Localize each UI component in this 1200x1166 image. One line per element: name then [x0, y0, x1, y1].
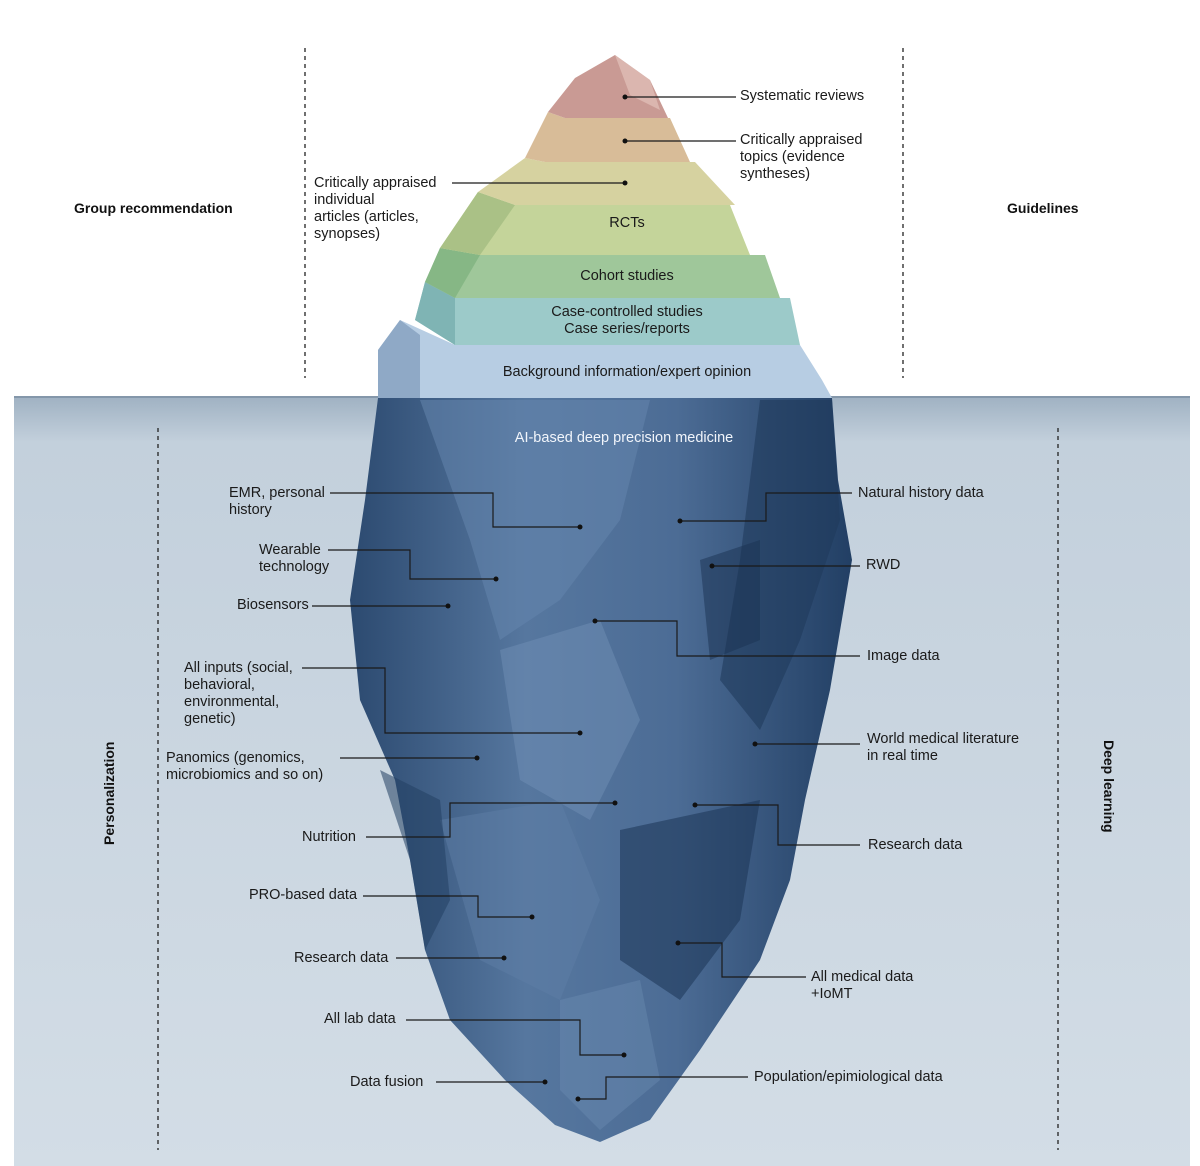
tier-topics: [525, 112, 690, 162]
tier-background: [378, 320, 832, 398]
tier-case-shade: [415, 282, 455, 345]
tip-highlight: [615, 55, 660, 110]
facet: [720, 400, 840, 730]
right-item-population-data: Population/epimiological data: [754, 1069, 943, 1085]
tier-rct: [440, 192, 750, 255]
side-label-guidelines: Guidelines: [1007, 200, 1079, 216]
underwater-title: AI-based deep precision medicine: [514, 430, 734, 446]
left-item-research-data: Research data: [294, 950, 389, 966]
tier-label-case-studies: Case-controlled studies Case series/repo…: [551, 304, 703, 337]
side-label-deep-learning: Deep learning: [1101, 740, 1117, 833]
right-item-image-data: Image data: [867, 648, 940, 664]
tier-case: [415, 282, 800, 345]
right-item-medical-data: All medical data +IoMT: [811, 969, 914, 1002]
left-item-nutrition: Nutrition: [302, 829, 356, 845]
tier-label-appraised-articles: Critically appraised individual articles…: [314, 175, 437, 242]
left-item-emr: EMR, personal history: [229, 485, 325, 518]
facet: [700, 540, 760, 660]
facet: [380, 770, 450, 950]
tier-label-systematic-reviews: Systematic reviews: [740, 88, 865, 104]
left-item-biosensors: Biosensors: [237, 597, 309, 613]
tier-label-cohort-studies: Cohort studies: [580, 268, 674, 284]
left-item-data-fusion: Data fusion: [350, 1074, 424, 1090]
leader-dots: [445, 94, 758, 1102]
facet: [500, 620, 640, 820]
tier-rct-shade: [440, 192, 515, 255]
right-item-rwd: RWD: [866, 557, 901, 573]
tier-cohort: [425, 248, 780, 298]
facet: [440, 800, 600, 1000]
right-item-world-literature: World medical literature in real time: [867, 731, 1020, 764]
right-item-natural-history: Natural history data: [858, 485, 984, 501]
side-label-group-recommendation: Group recommendation: [74, 200, 233, 216]
tier-cohort-shade: [425, 248, 480, 298]
right-item-research-data: Research data: [868, 837, 963, 853]
facet: [420, 400, 650, 640]
left-item-pro-data: PRO-based data: [249, 887, 358, 903]
left-item-all-inputs: All inputs (social, behavioral, environm…: [184, 660, 293, 727]
left-item-wearable: Wearable technology: [259, 542, 330, 575]
tier-systematic: [548, 55, 668, 118]
tier-label-background: Background information/expert opinion: [502, 364, 752, 380]
left-item-lab-data: All lab data: [324, 1011, 396, 1027]
tier-background-shade: [378, 320, 420, 398]
left-item-panomics: Panomics (genomics, microbiomics and so …: [166, 750, 324, 783]
dashed-dividers: [157, 48, 1059, 1150]
tier-articles: [478, 158, 735, 205]
tier-label-appraised-topics: Critically appraised topics (evidence sy…: [740, 132, 863, 182]
facet: [620, 800, 760, 1000]
tier-label-rcts: RCTs: [609, 215, 645, 231]
side-label-personalization: Personalization: [101, 741, 117, 845]
leader-lines: [302, 96, 860, 1100]
